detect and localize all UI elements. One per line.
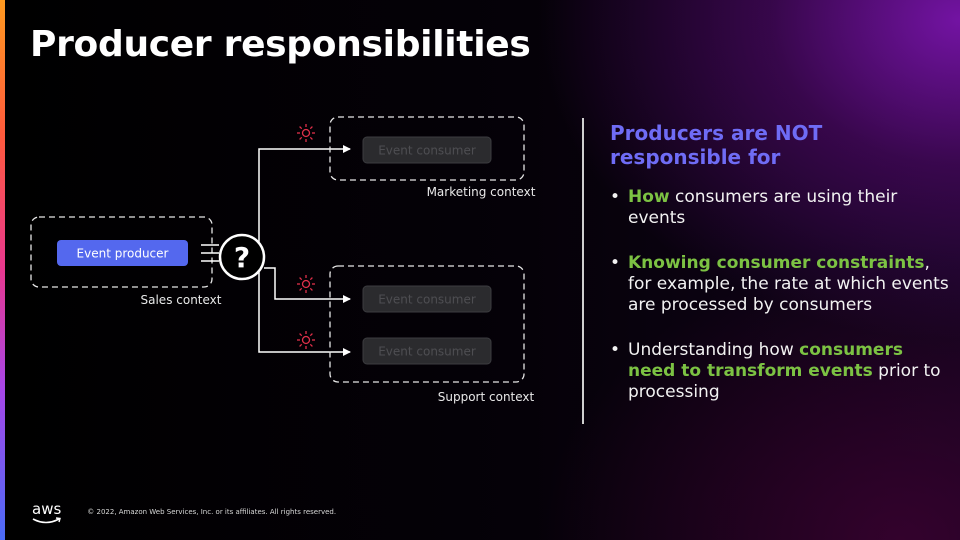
bullet-text: consumers are using their events [628, 187, 898, 228]
support-context-box [329, 265, 525, 383]
sales-context-box [30, 216, 213, 288]
event-consumer-label: Event consumer [378, 345, 476, 359]
event-icon [297, 275, 315, 293]
gradient-edge-bar [0, 0, 5, 540]
event-consumer-support-1[interactable]: Event consumer [362, 285, 492, 313]
vertical-divider [582, 118, 584, 424]
support-context-label: Support context [438, 390, 535, 404]
bullet-text: prior to processing [628, 361, 941, 402]
responsibilities-panel: Producers are NOT responsible for How co… [610, 121, 950, 427]
bullet-text: Understanding how [628, 340, 800, 360]
aws-smile-icon [32, 517, 61, 524]
event-consumer-marketing[interactable]: Event consumer [362, 136, 492, 164]
event-consumer-label: Event consumer [378, 293, 476, 307]
route-arrow-support-1 [264, 267, 351, 303]
highlight-text: Knowing consumer constraints [628, 253, 925, 273]
route-arrow-support-2 [258, 271, 351, 356]
panel-heading: Producers are NOT responsible for [610, 121, 950, 169]
copyright-text: © 2022, Amazon Web Services, Inc. or its… [87, 508, 337, 516]
bullet-text: , for example, the rate at which events … [628, 253, 949, 315]
event-producer-button[interactable]: Event producer [57, 240, 188, 266]
panel-heading-line1: Producers are NOT [610, 121, 823, 145]
event-producer-label: Event producer [77, 247, 169, 261]
event-consumer-label: Event consumer [378, 144, 476, 158]
route-arrow-marketing [258, 145, 351, 243]
panel-heading-line2: responsible for [610, 145, 781, 169]
sales-context-label: Sales context [141, 293, 222, 307]
aws-logo: aws [32, 502, 61, 524]
svg-text:?: ? [234, 241, 250, 274]
event-consumer-support-2[interactable]: Event consumer [362, 337, 492, 365]
bullet-item: Understanding how consumers need to tran… [610, 340, 950, 403]
highlight-text: consumers need to transform events [628, 340, 903, 381]
event-icon [297, 124, 315, 142]
bullet-list: How consumers are using their events Kno… [610, 187, 950, 403]
bullet-item: Knowing consumer constraints, for exampl… [610, 253, 950, 316]
question-mark-icon: ? [218, 233, 266, 281]
event-icon [297, 331, 315, 349]
page-title: Producer responsibilities [30, 24, 531, 65]
bullet-item: How consumers are using their events [610, 187, 950, 229]
marketing-context-box [329, 116, 525, 181]
highlight-text: How [628, 187, 670, 207]
marketing-context-label: Marketing context [427, 185, 536, 199]
footer: aws © 2022, Amazon Web Services, Inc. or… [32, 502, 337, 524]
